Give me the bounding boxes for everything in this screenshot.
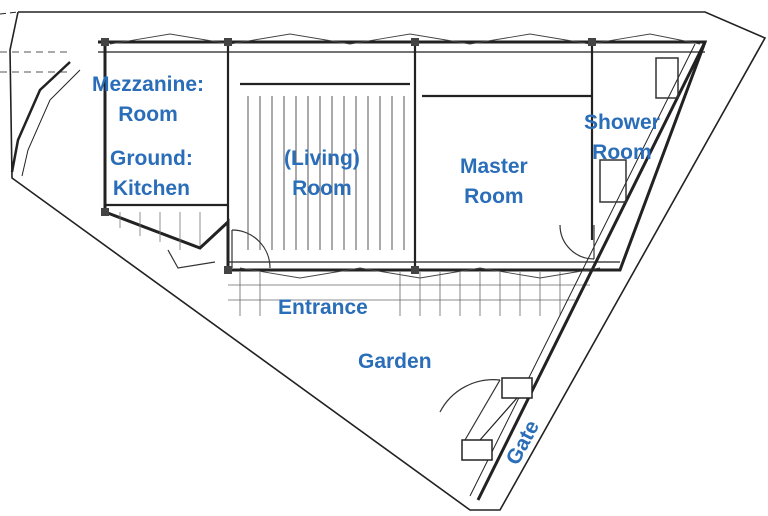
living-line2: Room	[292, 177, 352, 200]
master-line2: Room	[464, 185, 524, 208]
columns	[101, 38, 596, 274]
shower-fixtures	[599, 57, 679, 203]
ground-kitchen-label: Ground: Kitchen	[110, 144, 193, 204]
interior-walls	[105, 42, 594, 270]
entrance-label: Entrance	[278, 296, 368, 319]
gate-posts	[461, 377, 533, 461]
ground-line2: Kitchen	[112, 177, 190, 200]
living-room-slats	[247, 96, 405, 250]
shower-line2: Room	[592, 141, 652, 164]
living-room-label: (Living) Room	[284, 144, 360, 204]
door-swings	[167, 224, 595, 441]
shower-line1: Shower	[584, 111, 660, 134]
entrance-deck	[228, 272, 590, 316]
right-diagonal-wall	[469, 41, 707, 501]
left-angled-wall	[10, 61, 81, 177]
master-room-label: Master Room	[460, 152, 528, 212]
mezzanine-line1: Mezzanine:	[92, 73, 205, 96]
living-line1: (Living)	[284, 147, 360, 170]
garden-label: Garden	[358, 350, 432, 373]
shower-room-label: Shower Room	[584, 108, 660, 168]
ground-line1: Ground:	[110, 147, 193, 170]
master-line1: Master	[460, 155, 528, 178]
mezzanine-line2: Room	[118, 103, 178, 126]
kitchen-floor	[119, 212, 201, 250]
site-boundary	[0, 11, 767, 511]
mezzanine-room-label: Mezzanine: Room	[92, 70, 204, 130]
